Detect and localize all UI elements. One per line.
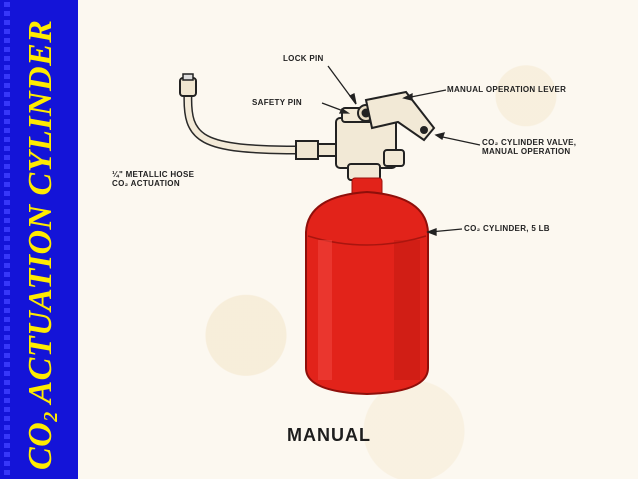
- label-safety-pin: SAFETY PIN: [252, 98, 302, 107]
- label-lock-pin: LOCK PIN: [283, 54, 324, 63]
- label-cylinder: CO₂ CYLINDER, 5 LB: [464, 224, 550, 233]
- leader-valve: [437, 135, 481, 146]
- leader-manual-lever: [405, 89, 447, 99]
- co2-cylinder: [305, 190, 429, 396]
- decorative-square-strip: [4, 2, 10, 478]
- hose-nut: [295, 140, 319, 160]
- label-manual-lever: MANUAL OPERATION LEVER: [447, 85, 567, 94]
- manual-lever: [364, 90, 436, 142]
- diagram-caption: MANUAL: [287, 425, 371, 445]
- label-valve: CO₂ CYLINDER VALVE, MANUAL OPERATION: [482, 138, 577, 156]
- diagram-area: [78, 0, 638, 479]
- cylinder-valve: [335, 104, 405, 181]
- title-sidebar: CO2 ACTUATION CYLINDER: [0, 0, 78, 479]
- label-hose: ¼" METALLIC HOSE CO₂ ACTUATION: [112, 170, 195, 188]
